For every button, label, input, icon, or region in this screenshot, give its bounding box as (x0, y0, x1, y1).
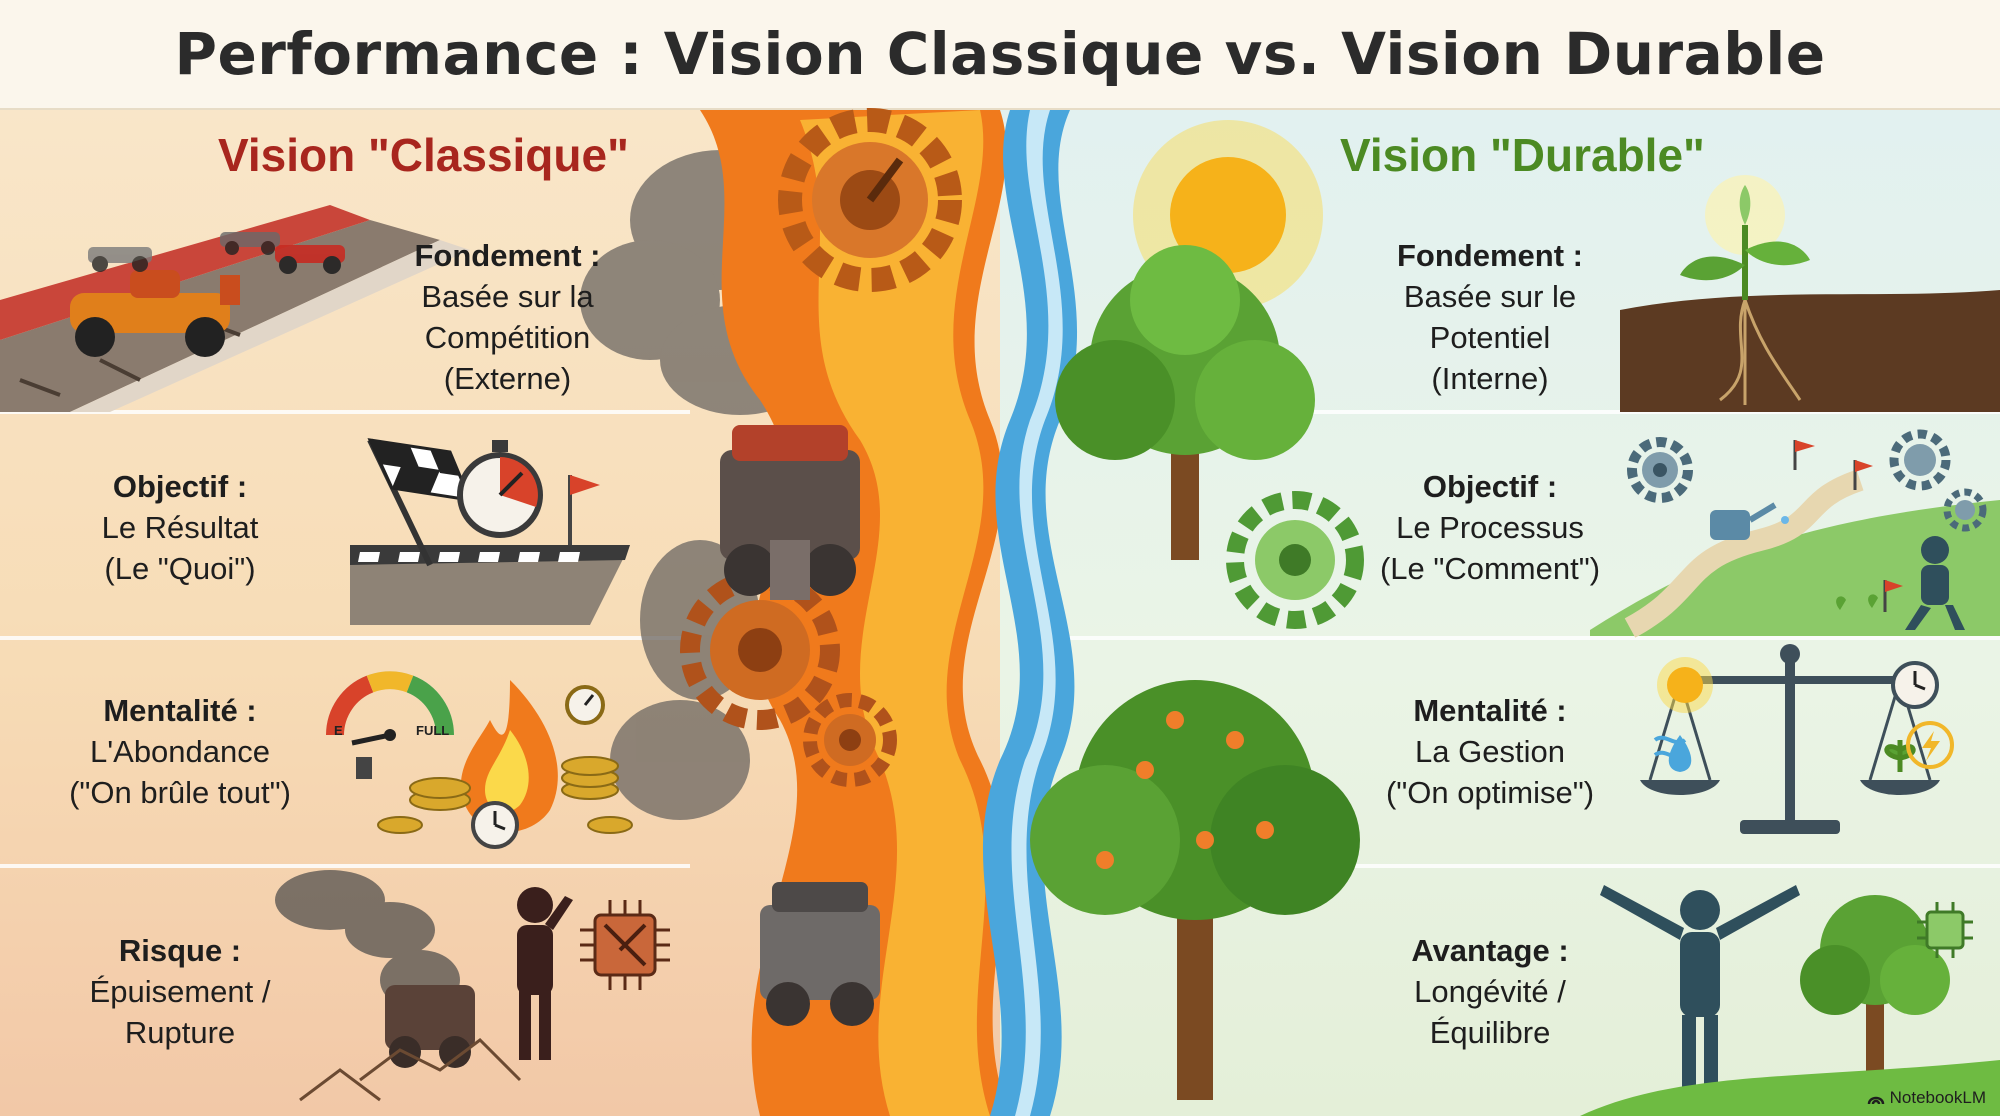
brand-watermark: NotebookLM (1867, 1088, 1986, 1108)
gauge-empty-label: E (334, 723, 343, 738)
durable-mentalite: Mentalité : La Gestion ("On optimise") (1385, 693, 1595, 810)
lightning-icon (1906, 721, 1954, 769)
tree-icon (1800, 895, 1950, 1100)
durable-fondement: Fondement : Basée sur le Potentiel (Inte… (1397, 238, 1583, 396)
red-flag-icon (1793, 440, 1903, 612)
chip-icon (1917, 902, 1973, 958)
engine-icon (760, 882, 880, 1026)
red-flag-icon (568, 475, 600, 545)
race-car-icon (70, 270, 240, 357)
classic-objectif: Objectif : Le Résultat (Le "Quoi") (101, 469, 259, 586)
person-arms-open-icon (1600, 885, 1800, 1105)
race-car-icon (220, 232, 280, 255)
fuel-gauge-icon (326, 671, 454, 779)
classic-heading: Vision "Classique" (218, 129, 629, 181)
classic-risque: Risque : Épuisement / Rupture (89, 933, 271, 1050)
stopwatch-icon (457, 440, 543, 538)
gardener-icon (1905, 536, 1965, 630)
page-title: Performance : Vision Classique vs. Visio… (174, 20, 1826, 88)
sun-icon (1657, 657, 1713, 713)
grass-ground (1580, 1060, 2000, 1116)
durable-avantage: Avantage : Longévité / Équilibre (1411, 933, 1569, 1050)
exhausted-person-icon (517, 887, 573, 1060)
gauge-full-label: FULL (416, 723, 450, 738)
gear-icon (778, 108, 962, 292)
fire-icon (460, 680, 558, 832)
title-band: Performance : Vision Classique vs. Visio… (0, 0, 2000, 110)
wave-icon (1653, 735, 1687, 760)
race-car-icon (275, 245, 345, 274)
water-highlight (1011, 110, 1063, 1116)
gear-icon (1627, 437, 1693, 503)
race-car-icon (88, 247, 152, 272)
fruit-tree-icon (1030, 680, 1360, 1100)
coins-icon (377, 756, 633, 834)
durable-objectif: Objectif : Le Processus (Le "Comment") (1379, 469, 1601, 586)
gear-icon (1889, 429, 1951, 491)
brand-name: NotebookLM (1889, 1088, 1986, 1107)
tree-icon (1055, 245, 1315, 560)
notebooklm-logo-icon (1867, 1096, 1884, 1105)
gear-icon (1943, 488, 1987, 532)
classic-mentalite: Mentalité : L'Abondance ("On brûle tout"… (69, 693, 291, 810)
cracked-ground (299, 1038, 522, 1102)
stopwatch-icon (565, 685, 605, 725)
sprout-icon (1680, 175, 1810, 300)
clock-icon (1891, 661, 1939, 709)
clock-icon (471, 801, 519, 849)
fire-inner (800, 110, 990, 1116)
soil-layer (1620, 290, 2000, 412)
watering-can-icon (1710, 502, 1789, 540)
gear-icon (1226, 491, 1364, 629)
engine-icon (720, 425, 860, 600)
durable-heading: Vision "Durable" (1340, 129, 1705, 181)
winding-path-landscape (1590, 469, 2000, 638)
cliff-finish-line (350, 545, 630, 625)
classic-fondement: Fondement : Basée sur la Compétition (Ex… (414, 238, 601, 396)
chip-icon (580, 900, 670, 990)
seedling-icon (1836, 594, 1878, 610)
gear-icon (803, 693, 897, 787)
